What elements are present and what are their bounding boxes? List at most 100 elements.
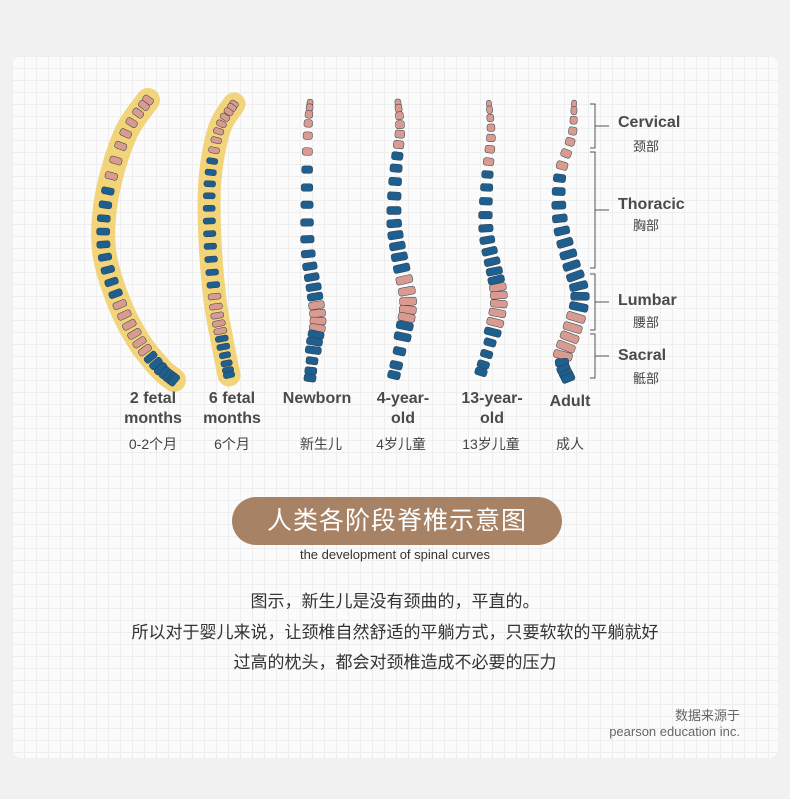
vertebra — [553, 173, 567, 183]
vertebra — [96, 240, 111, 249]
vertebra — [392, 262, 411, 274]
stage-label-cn-4-year-old: 4岁儿童 — [376, 436, 426, 452]
vertebra — [137, 343, 152, 357]
vertebra — [104, 171, 118, 181]
vertebra — [394, 103, 403, 113]
vertebra — [216, 119, 227, 129]
bracket-lumbar — [590, 273, 609, 331]
vertebra — [486, 105, 493, 114]
segment-label-cn-lumbar: 腰部 — [633, 315, 660, 330]
spines-diagram — [91, 88, 609, 392]
stage-label-cn-0-2-months: 0-2个月 — [128, 436, 178, 452]
vertebra — [486, 133, 496, 143]
vertebra — [559, 248, 578, 261]
vertebra — [389, 163, 403, 173]
stage-label-6-fetal-months: 6 fetal months — [203, 390, 261, 427]
vertebra — [302, 131, 313, 140]
vertebra — [387, 369, 401, 381]
vertebra — [478, 223, 494, 233]
stage-label-cn-6-months: 6个月 — [214, 436, 250, 452]
vertebra — [479, 197, 493, 206]
vertebra — [212, 319, 226, 328]
vertebra — [489, 299, 508, 309]
vertebra — [389, 360, 403, 371]
vertebra — [387, 230, 404, 241]
vertebra — [306, 291, 324, 302]
segment-label-lumbar: Lumbar — [618, 292, 677, 309]
vertebra — [486, 123, 496, 132]
vertebra — [303, 119, 313, 128]
vertebra — [98, 200, 113, 210]
vertebra — [203, 242, 217, 250]
vertebra — [114, 141, 128, 151]
vertebra — [210, 311, 225, 320]
vertebra — [555, 160, 569, 171]
vertebra — [109, 155, 123, 166]
vertebra — [397, 311, 416, 323]
vertebra — [484, 145, 496, 154]
vertebra — [206, 157, 219, 165]
description-line-3: 过高的枕头，都会对颈椎造成不必要的压力 — [233, 653, 557, 673]
vertebra — [219, 351, 231, 360]
vertebra — [483, 326, 502, 338]
vertebra — [97, 252, 113, 262]
vertebra — [203, 230, 217, 238]
vertebra — [304, 345, 322, 355]
vertebra — [204, 255, 218, 263]
source-label: 数据来源于 — [674, 708, 740, 723]
vertebra — [486, 113, 495, 123]
vertebra — [305, 282, 322, 292]
vertebra — [300, 200, 314, 209]
vertebra — [552, 213, 568, 224]
vertebra — [305, 356, 319, 366]
vertebra — [570, 292, 590, 301]
vertebra — [303, 373, 317, 383]
vertebra — [388, 176, 402, 187]
spine-4-year-old — [386, 98, 417, 381]
vertebra — [208, 146, 220, 155]
vertebra — [300, 218, 314, 227]
bracket-cervical — [590, 103, 609, 149]
vertebra — [481, 170, 494, 179]
spine-13-year-old — [474, 99, 508, 377]
vertebra — [474, 366, 488, 377]
vertebra — [108, 288, 123, 299]
vertebra — [386, 218, 402, 229]
vertebra — [556, 339, 576, 354]
vertebra — [223, 371, 235, 379]
vertebra — [213, 327, 228, 336]
spine-newborn — [300, 98, 327, 383]
vertebra — [562, 259, 581, 272]
subtitle: the development of spinal curves — [299, 547, 491, 562]
vertebra — [202, 217, 216, 225]
vertebra — [202, 205, 216, 212]
vertebra — [203, 180, 216, 188]
vertebra — [300, 183, 314, 192]
vertebra — [138, 100, 150, 111]
vertebra — [122, 319, 137, 331]
vertebra — [569, 280, 589, 292]
vertebra — [309, 308, 326, 318]
vertebra — [101, 186, 115, 196]
stage-label-adult: Adult — [549, 393, 591, 410]
vertebra — [302, 147, 313, 156]
vertebra — [132, 107, 145, 119]
fetal-outline — [91, 88, 186, 392]
vertebra — [213, 127, 225, 136]
vertebra — [303, 272, 320, 283]
vertebra — [389, 240, 406, 252]
vertebra — [569, 115, 578, 125]
vertebra — [553, 225, 571, 237]
vertebra — [386, 206, 402, 215]
vertebra — [387, 191, 402, 201]
vertebra — [568, 126, 578, 136]
vertebra — [302, 261, 318, 271]
vertebra — [210, 136, 222, 145]
segment-label-thoracic: Thoracic — [618, 196, 685, 213]
vertebra — [481, 246, 498, 257]
vertebra — [300, 235, 315, 244]
vertebra — [560, 372, 576, 384]
vertebra — [125, 117, 138, 128]
vertebra — [485, 266, 503, 277]
source-name: pearson education inc. — [609, 724, 740, 739]
